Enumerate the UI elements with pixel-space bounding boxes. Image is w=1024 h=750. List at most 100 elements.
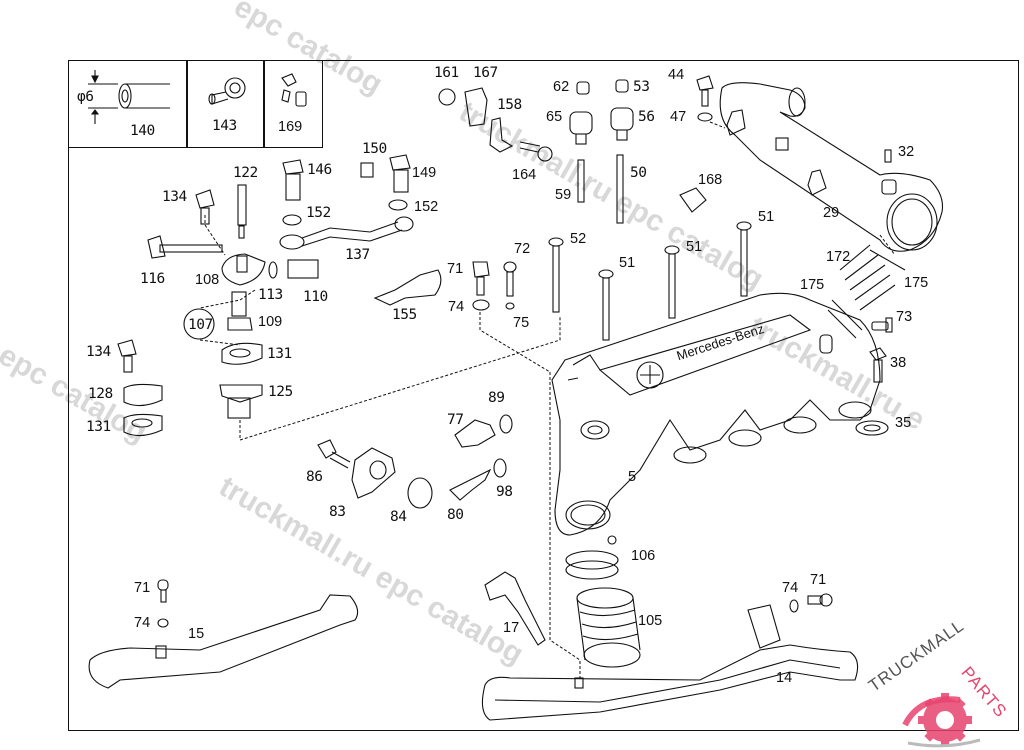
part-75-washer (505, 302, 515, 310)
leader-lines (199, 121, 896, 680)
part-168-clip (679, 187, 707, 213)
part-152-washers (282, 199, 408, 226)
part-106-clamp (565, 535, 619, 580)
callout-label: 105 (638, 613, 663, 629)
callout-label: 83 (329, 504, 346, 520)
part-131-gasket-lower (123, 413, 163, 437)
callout-label: 74 (134, 615, 151, 631)
part-150-plug (360, 162, 374, 178)
callout-label: 32 (898, 144, 915, 160)
inset-box (68, 60, 323, 148)
part-155-tie (373, 269, 442, 306)
part-80-sender (449, 468, 492, 501)
part-59-stud (577, 159, 585, 203)
callout-label: 89 (488, 390, 505, 406)
callout-label: 131 (86, 419, 111, 435)
callout-label: 109 (258, 314, 283, 330)
part-146-banjo-bolt (282, 159, 304, 201)
callout-label: 56 (638, 109, 655, 125)
callout-label: 15 (188, 626, 205, 642)
callout-label: 53 (633, 79, 650, 95)
part-128-cover (123, 383, 163, 407)
part-131-gasket (221, 342, 263, 365)
callout-label: 17 (503, 620, 520, 636)
callout-label: 110 (303, 289, 328, 305)
callout-label: 134 (86, 344, 111, 360)
part-125-flange (219, 384, 263, 419)
part-53-nut (615, 79, 629, 93)
part-15-pipe (88, 594, 359, 689)
gear-logo-icon (902, 693, 981, 748)
callout-label: 29 (823, 205, 840, 221)
callout-label: 146 (307, 162, 332, 178)
callout-label: 158 (497, 97, 522, 113)
part-108-flange (221, 253, 266, 286)
part-143-banjo-icon (208, 77, 246, 105)
part-83-sensor (351, 447, 396, 499)
callout-label: 71 (447, 261, 464, 277)
part-51-bolt-b (664, 245, 680, 319)
callout-label: 51 (619, 255, 636, 271)
part-105-hose (576, 587, 641, 668)
callout-label: 77 (447, 412, 464, 428)
part-98-washer (493, 458, 507, 478)
callout-label: 86 (306, 469, 323, 485)
callout-label: 172 (826, 249, 851, 265)
callout-label: 52 (570, 231, 587, 247)
callout-label: 175 (800, 277, 825, 293)
part-29-charge-pipe (719, 82, 944, 252)
callout-label: 161 (434, 65, 459, 81)
callout-label: 65 (546, 109, 563, 125)
callout-label: 169 (278, 119, 303, 135)
callout-label: 152 (414, 199, 439, 215)
callout-label: 149 (412, 165, 437, 181)
part-44-bolt (696, 75, 714, 107)
part-71-bolt-right (807, 593, 833, 607)
part-73-bolt (871, 317, 893, 333)
part-74-washer-right (789, 599, 799, 613)
part-52-bolt (548, 237, 564, 313)
part-14-pipe (481, 604, 859, 721)
part-169-clip-icon (281, 73, 307, 107)
part-161-bolt (438, 88, 456, 106)
callout-label: 113 (258, 287, 283, 303)
part-167-clip (464, 87, 488, 127)
callout-label: 168 (698, 172, 723, 188)
part-164-bolt (519, 141, 553, 162)
part-51-bolt-c (736, 221, 752, 297)
callout-label: 44 (668, 67, 685, 83)
callout-label: 74 (448, 299, 465, 315)
part-35-gasket (855, 420, 889, 436)
part-77-sender (454, 419, 496, 448)
callout-label: 167 (473, 65, 498, 81)
callout-label: 116 (140, 271, 165, 287)
callout-label: 51 (686, 239, 703, 255)
part-71-bolt-left (157, 579, 169, 603)
callout-label: 131 (267, 346, 292, 362)
part-86-bolt (317, 439, 351, 469)
part-109-fitting (227, 291, 253, 331)
part-116-bolt (147, 235, 223, 259)
part-71-bolt (472, 261, 490, 296)
callout-label: 106 (631, 548, 656, 564)
callout-label: 137 (345, 247, 370, 263)
callout-label: 98 (496, 484, 513, 500)
callout-label: 73 (896, 309, 913, 325)
part-74-washer-left (157, 618, 169, 628)
part-5-intake-manifold (551, 292, 881, 536)
callout-label: 47 (670, 109, 687, 125)
part-140-tube-icon (88, 70, 170, 124)
callout-label: 14 (776, 670, 793, 686)
callout-label: 140 (130, 123, 155, 139)
callout-label: 84 (390, 509, 407, 525)
part-149-banjo-bolt (389, 154, 411, 193)
callout-label: 72 (514, 241, 531, 257)
part-72-bolt (503, 261, 517, 297)
part-84-oring (407, 477, 433, 509)
diagram-frame (68, 60, 1019, 731)
part-56-bushing (610, 107, 634, 141)
part-107-circle (183, 308, 215, 340)
truckmall-parts-logo: TRUCKMALL PARTS (860, 616, 1020, 750)
callout-label: 71 (134, 580, 151, 596)
